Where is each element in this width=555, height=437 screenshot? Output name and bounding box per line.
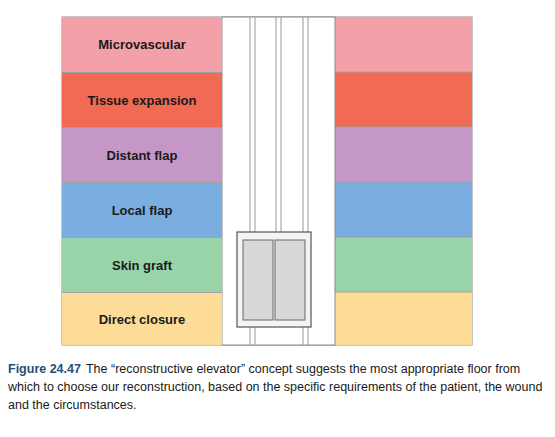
floor-band [335, 17, 472, 72]
floor-label: Skin graft [112, 258, 172, 273]
floor-label: Microvascular [98, 37, 185, 52]
floor-band: Local flap [62, 182, 222, 237]
floor-band [335, 72, 472, 127]
floor-label: Distant flap [107, 148, 178, 163]
floor-band: Tissue expansion [62, 72, 222, 127]
figure-caption: Figure 24.47The “reconstructive elevator… [8, 360, 548, 414]
floor-band [335, 182, 472, 237]
floor-label: Tissue expansion [88, 93, 197, 108]
floor-band: Distant flap [62, 127, 222, 182]
floor-label: Local flap [112, 203, 173, 218]
floor-band [335, 292, 472, 345]
elevator-door [243, 240, 273, 320]
floor-band: Direct closure [62, 292, 222, 345]
frame [62, 17, 472, 345]
floor-label: Direct closure [99, 312, 186, 327]
floor-band [335, 237, 472, 292]
elevator-door [275, 240, 305, 320]
floor-band [335, 127, 472, 182]
caption-text: The “reconstructive elevator” concept su… [8, 362, 542, 412]
floor-band: Skin graft [62, 237, 222, 292]
floor-band: Microvascular [62, 17, 222, 72]
figure-number: Figure 24.47 [8, 362, 81, 376]
elevator-car [237, 232, 311, 327]
elevator-shaft [222, 17, 335, 345]
